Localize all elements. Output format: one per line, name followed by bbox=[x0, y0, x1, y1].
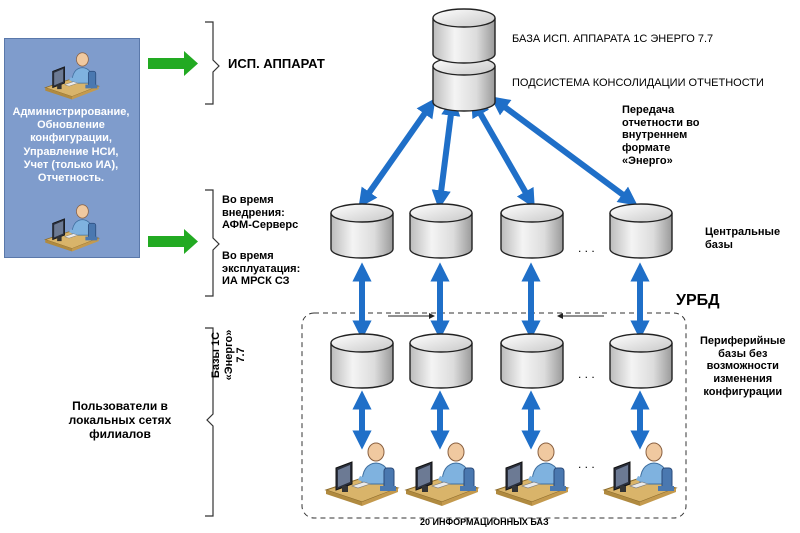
peripheral-db-1 bbox=[330, 333, 394, 389]
central-db-1 bbox=[330, 203, 394, 259]
dots-users: . . . bbox=[578, 457, 595, 471]
peripheral-bases-label: Периферийные базы без возможности измене… bbox=[700, 335, 786, 398]
user-2 bbox=[405, 442, 479, 507]
admin-user-icon-2 bbox=[42, 201, 102, 253]
peripheral-db-2 bbox=[409, 333, 473, 389]
peripheral-db-4 bbox=[609, 333, 673, 389]
urbd-dashed-box bbox=[301, 312, 687, 519]
db-top-stack bbox=[432, 8, 496, 112]
user-1 bbox=[325, 442, 399, 507]
transfer-label: Передача отчетности во внутреннем формат… bbox=[622, 104, 700, 167]
central-db-3 bbox=[500, 203, 564, 259]
brace-impl bbox=[205, 189, 220, 297]
peripheral-db-3 bbox=[500, 333, 564, 389]
brace-users bbox=[205, 327, 214, 517]
dots-central: . . . bbox=[578, 241, 595, 255]
central-bases-label: Центральные базы bbox=[705, 226, 781, 251]
bases-1c-label: Базы 1С «Энерго» 7.7 bbox=[210, 329, 248, 381]
green-arrow-top bbox=[148, 51, 198, 76]
isp-apparat-label: ИСП. АППАРАТ bbox=[228, 56, 325, 71]
user-4 bbox=[603, 442, 677, 507]
admin-user-icon bbox=[42, 49, 102, 101]
central-db-2 bbox=[409, 203, 473, 259]
admin-panel bbox=[4, 38, 140, 258]
db-top-label: БАЗА ИСП. АППАРАТА 1С ЭНЕРГО 7.7 bbox=[512, 33, 714, 45]
implementation-label: Во время внедрения: АФМ-Серверс bbox=[222, 194, 299, 232]
users-label: Пользователи в локальных сетях филиалов bbox=[68, 399, 172, 441]
user-3 bbox=[495, 442, 569, 507]
db-sub-label: ПОДСИСТЕМА КОНСОЛИДАЦИИ ОТЧЕТНОСТИ bbox=[512, 77, 764, 89]
admin-functions-text: Администрирование, Обновление конфигурац… bbox=[12, 106, 130, 184]
operation-label: Во время эксплуатация: ИА МРСК СЗ bbox=[222, 250, 301, 288]
green-arrow-bottom bbox=[148, 229, 198, 254]
dots-peripheral: . . . bbox=[578, 367, 595, 381]
brace-isp bbox=[205, 21, 220, 105]
urbd-label: УРБД bbox=[676, 292, 720, 309]
central-db-4 bbox=[609, 203, 673, 259]
info-bases-label: 20 ИНФОРМАЦИОННЫХ БАЗ bbox=[420, 517, 549, 527]
